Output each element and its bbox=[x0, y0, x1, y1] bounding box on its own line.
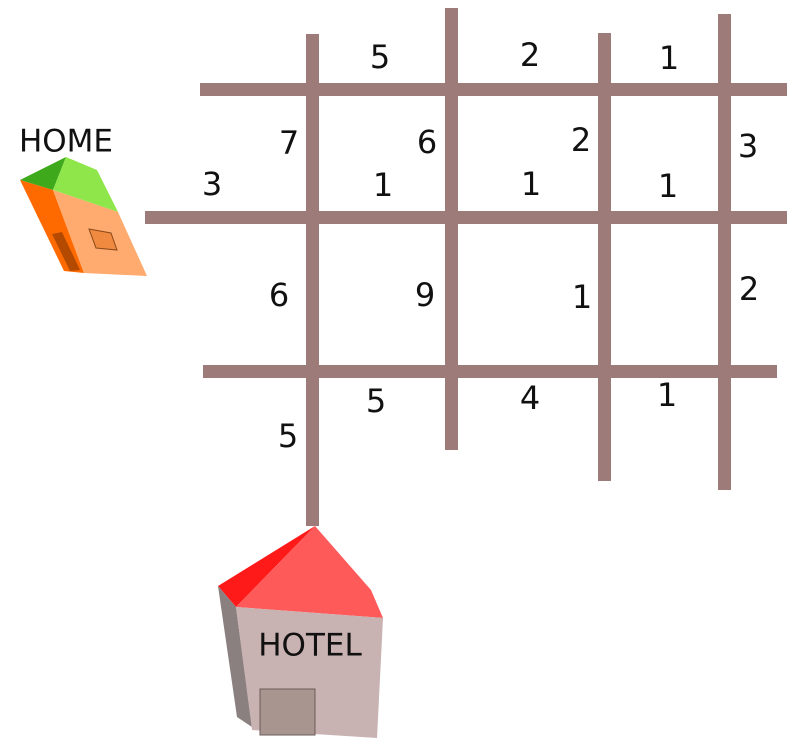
weight-lower-v3: 1 bbox=[572, 278, 592, 316]
road-top-horizontal bbox=[200, 83, 787, 96]
weight-upper-v4: 3 bbox=[738, 127, 758, 165]
road-vertical-4 bbox=[718, 14, 731, 490]
weight-top-mid: 2 bbox=[520, 36, 540, 74]
weight-lower-v4: 2 bbox=[739, 270, 759, 308]
weight-upper-v2: 6 bbox=[417, 123, 437, 161]
weight-bottom-h2: 4 bbox=[520, 379, 540, 417]
weight-lower-v1: 6 bbox=[269, 276, 289, 314]
weight-mid-h2: 1 bbox=[521, 165, 541, 203]
weight-top-left: 5 bbox=[370, 38, 390, 76]
road-middle-horizontal bbox=[145, 211, 787, 224]
weight-upper-v3: 2 bbox=[571, 121, 591, 159]
weight-top-right: 1 bbox=[659, 39, 679, 77]
weight-bottom-h1: 5 bbox=[366, 382, 386, 420]
weight-mid-h1: 1 bbox=[373, 166, 393, 204]
road-bottom-horizontal bbox=[203, 365, 777, 378]
hotel-label: HOTEL bbox=[258, 628, 362, 664]
weight-bottom-h3: 1 bbox=[657, 376, 677, 414]
weight-upper-v1: 7 bbox=[279, 124, 299, 162]
weight-home-road: 3 bbox=[202, 165, 222, 203]
weight-hotel-road: 5 bbox=[278, 417, 298, 455]
road-vertical-3 bbox=[598, 33, 611, 481]
hotel-door bbox=[260, 689, 315, 735]
home-house-icon bbox=[20, 157, 147, 276]
road-vertical-1 bbox=[306, 34, 319, 526]
home-label: HOME bbox=[19, 124, 113, 160]
weight-mid-h3: 1 bbox=[658, 167, 678, 205]
road-vertical-2 bbox=[445, 8, 458, 450]
weight-lower-v2: 9 bbox=[415, 276, 435, 314]
